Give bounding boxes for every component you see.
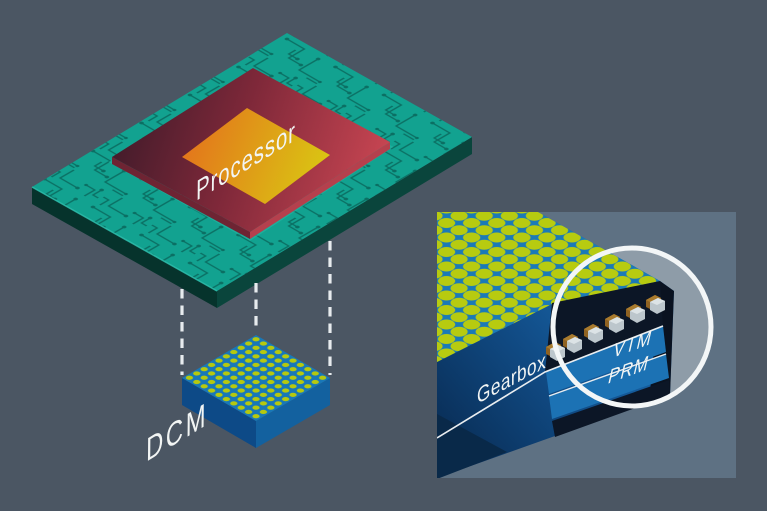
chip-side-right [250, 142, 390, 239]
component-cube [605, 314, 624, 333]
vtm-layer [546, 326, 666, 394]
dcm-dot-grid [182, 335, 330, 421]
chip-side-left [112, 157, 250, 239]
dcm-side-left [182, 378, 256, 448]
chip-core [182, 108, 330, 204]
magnifier-ring [550, 245, 714, 409]
inset-dot-grid [437, 212, 660, 362]
inset-chip-bottom-shade [437, 414, 507, 478]
dcm-side-right [256, 378, 330, 448]
board-edge-highlight [31, 186, 218, 292]
component-cube [563, 334, 582, 353]
inset-panel: Gearbox VTM PRM [437, 212, 736, 478]
board-side-right [217, 137, 472, 308]
component-cube [584, 324, 603, 343]
layer-shadow-bottom [552, 380, 670, 437]
prm-layer [549, 354, 669, 419]
board-side-left [32, 187, 217, 308]
component-cube [646, 295, 665, 314]
layer-line-middle [548, 353, 667, 397]
layer-line-top [437, 325, 664, 439]
component-cube [626, 304, 645, 323]
processor-chip: Processor [112, 68, 390, 239]
projection-lines [180, 241, 332, 375]
